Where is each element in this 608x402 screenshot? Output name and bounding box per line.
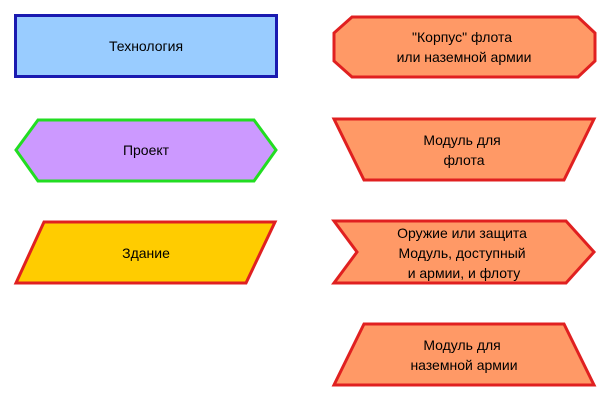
army-module-label-line-1: Модуль для <box>423 337 500 353</box>
building-label-line: Здание <box>122 245 170 261</box>
technology-label-line: Технология <box>109 38 183 54</box>
parallelogram-shape <box>13 220 278 285</box>
legend-technology: Технология <box>14 14 278 78</box>
building-label: Здание <box>122 245 170 261</box>
army-module-label-line-2: наземной армии <box>410 357 517 373</box>
trapezoid-shape <box>331 322 597 387</box>
technology-label: Технология <box>109 38 183 54</box>
chevron-shape <box>331 219 597 285</box>
legend-army-module: Модуль для наземной армии <box>331 322 597 387</box>
legend-weapon-defense: Оружие или защита Модуль, доступный и ар… <box>331 219 597 285</box>
legend-project: Проект <box>14 118 278 183</box>
weapon-defense-label-line-1: Оружие или защита <box>397 225 527 241</box>
rectangle-shape <box>14 14 278 78</box>
fleet-module-label-line-1: Модуль для <box>423 132 500 148</box>
project-label-line: Проект <box>123 142 170 158</box>
project-label: Проект <box>123 142 170 158</box>
legend-building: Здание <box>13 220 278 285</box>
weapon-defense-label-line-2: Модуль, доступный <box>398 245 525 261</box>
legend-fleet-module: Модуль для флота <box>331 117 597 182</box>
octagon-shape <box>332 15 597 79</box>
hull-label-line-2: или наземной армии <box>397 49 532 65</box>
army-module-label: Модуль для наземной армии <box>410 337 517 373</box>
fleet-module-label-line-2: флота <box>443 152 484 168</box>
hexagon-shape <box>14 118 278 183</box>
hull-label: "Корпус" флота или наземной армии <box>397 29 532 65</box>
hull-label-line-1: "Корпус" флота <box>412 29 512 45</box>
inverted-trapezoid-shape <box>331 117 597 182</box>
weapon-defense-label: Оружие или защита Модуль, доступный и ар… <box>397 225 531 281</box>
fleet-module-label: Модуль для флота <box>423 132 504 168</box>
weapon-defense-label-line-3: и армии, и флоту <box>408 265 521 281</box>
legend-hull: "Корпус" флота или наземной армии <box>332 15 597 79</box>
